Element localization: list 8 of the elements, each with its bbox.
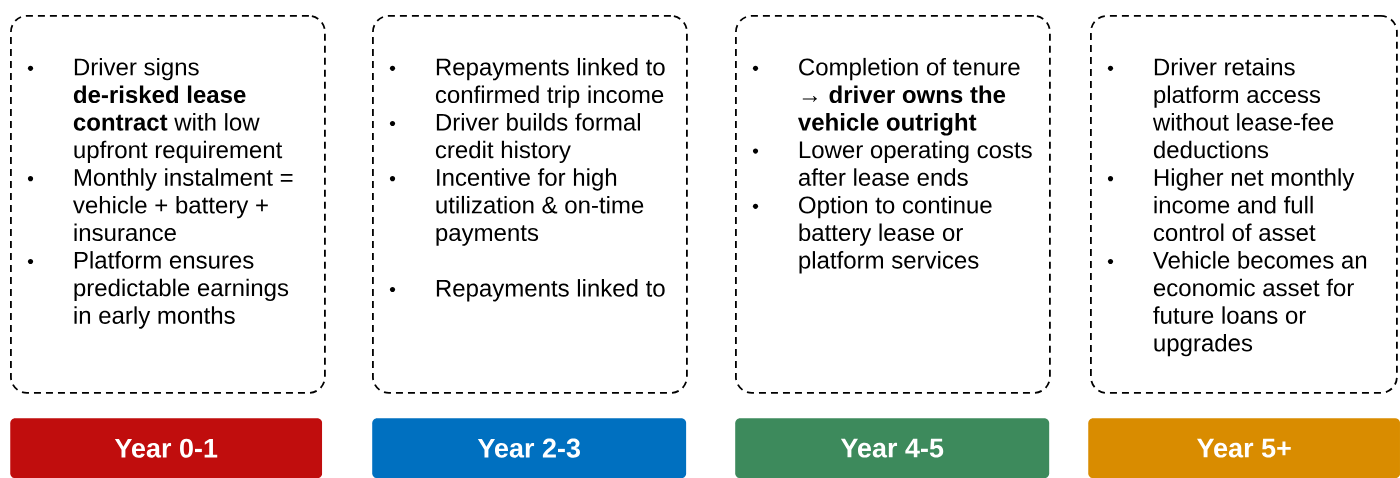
year-bar: Year 4-5 bbox=[735, 418, 1050, 478]
dashed-box: Repayments linked to confirmed trip income Driver builds formal credit history Incentive for high utilization & on-time payments Repayments linked to bbox=[372, 15, 688, 394]
year-bar: Year 2-3 bbox=[372, 418, 687, 478]
dashed-box: Driver retains platform access without lease-fee deductions Higher net monthly income and full control of asset Vehicle becomes an economic asset for future loans or upgrades bbox=[1090, 15, 1398, 394]
year-bar: Year 0-1 bbox=[10, 418, 323, 478]
dashed-box: Driver signs de-risked lease contract with low upfront requirement Monthly instalment = vehicle + battery + insurance Platform ensures predictable earnings in early months bbox=[10, 15, 326, 394]
dashed-box: Completion of tenure → driver owns the vehicle outright Lower operating costs after lease ends Option to continue battery lease or platform services bbox=[735, 15, 1051, 394]
year-bar: Year 5+ bbox=[1088, 418, 1400, 478]
